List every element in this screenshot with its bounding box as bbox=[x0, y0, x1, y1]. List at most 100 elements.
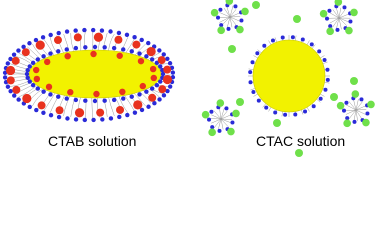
chloride-ion bbox=[252, 1, 260, 9]
chloride-ion bbox=[241, 7, 249, 16]
headgroup-bead bbox=[33, 37, 39, 43]
headgroup-bead bbox=[27, 64, 32, 69]
headgroup-bead bbox=[325, 77, 330, 82]
headgroup-bead bbox=[111, 97, 117, 103]
headgroup-bead bbox=[224, 106, 229, 111]
surfactant-tail bbox=[344, 109, 357, 112]
headgroup-bead bbox=[342, 5, 347, 10]
headgroup-bead bbox=[48, 112, 54, 118]
headgroup-bead bbox=[218, 7, 223, 12]
surfactant-tail bbox=[329, 12, 340, 19]
headgroup-bead bbox=[161, 93, 167, 98]
headgroup-bead bbox=[30, 60, 36, 65]
chloride-ion bbox=[232, 109, 240, 118]
headgroup-bead bbox=[12, 93, 17, 98]
headgroup-bead bbox=[327, 8, 332, 13]
chloride-ion bbox=[217, 26, 225, 35]
surfactant-tail bbox=[213, 118, 222, 129]
surfactant-tail bbox=[220, 118, 232, 124]
bromide-ion bbox=[35, 40, 45, 50]
ctac-small-micelle bbox=[201, 99, 240, 137]
headgroup-bead bbox=[99, 28, 105, 33]
micelle-illustration bbox=[2, 0, 375, 157]
headgroup-bead bbox=[157, 97, 162, 102]
bromide-ion bbox=[64, 52, 71, 60]
surfactant-tail bbox=[353, 109, 357, 121]
ctac-small-micelle bbox=[319, 0, 358, 36]
headgroup-bead bbox=[335, 27, 340, 32]
headgroup-bead bbox=[165, 56, 170, 61]
bromide-ion bbox=[6, 76, 15, 85]
chloride-ion bbox=[293, 15, 301, 23]
surfactant-tail bbox=[91, 96, 93, 118]
surfactant-tail bbox=[335, 17, 340, 30]
bromide-ion bbox=[133, 100, 143, 110]
headgroup-bead bbox=[116, 30, 122, 36]
chloride-ion bbox=[351, 90, 360, 98]
headgroup-bead bbox=[160, 71, 166, 77]
headgroup-bead bbox=[342, 108, 347, 113]
surfactant-tail bbox=[211, 118, 222, 124]
chloride-ion bbox=[367, 100, 375, 109]
surfactant-tail bbox=[226, 16, 231, 28]
surfactant-tail bbox=[329, 17, 340, 24]
headgroup-bead bbox=[16, 97, 21, 102]
bromide-ion bbox=[114, 35, 123, 44]
headgroup-bead bbox=[248, 80, 253, 85]
bromide-ion bbox=[90, 50, 97, 58]
headgroup-bead bbox=[139, 37, 144, 43]
bromide-ion bbox=[37, 101, 46, 110]
headgroup-bead bbox=[102, 98, 107, 103]
surfactant-tail bbox=[355, 98, 359, 111]
headgroup-bead bbox=[303, 109, 308, 114]
headgroup-bead bbox=[216, 15, 221, 20]
headgroup-bead bbox=[83, 45, 88, 50]
headgroup-bead bbox=[233, 4, 238, 9]
headgroup-bead bbox=[5, 84, 11, 89]
headgroup-bead bbox=[273, 110, 278, 115]
headgroup-bead bbox=[41, 89, 46, 94]
headgroup-bead bbox=[34, 107, 39, 113]
headgroup-bead bbox=[56, 114, 62, 120]
headgroup-bead bbox=[27, 41, 32, 46]
headgroup-bead bbox=[217, 128, 222, 133]
headgroup-bead bbox=[125, 112, 130, 118]
headgroup-bead bbox=[21, 44, 26, 49]
chloride-ion bbox=[345, 26, 353, 35]
bromide-ion bbox=[5, 65, 16, 76]
surfactant-tail bbox=[220, 118, 230, 128]
bromide-ion bbox=[119, 88, 126, 96]
headgroup-bead bbox=[167, 84, 173, 89]
bromide-ion bbox=[162, 74, 173, 85]
headgroup-bead bbox=[27, 104, 32, 110]
headgroup-bead bbox=[207, 117, 212, 122]
headgroup-bead bbox=[248, 70, 253, 75]
headgroup-bead bbox=[345, 116, 350, 121]
chloride-ion bbox=[201, 110, 210, 119]
headgroup-bead bbox=[73, 97, 79, 103]
headgroup-bead bbox=[209, 109, 214, 114]
chloride-ion bbox=[295, 149, 303, 157]
surfactant-tail bbox=[332, 9, 340, 19]
headgroup-bead bbox=[283, 112, 288, 117]
headgroup-bead bbox=[111, 45, 117, 51]
bromide-ion bbox=[150, 74, 158, 82]
headgroup-bead bbox=[250, 60, 255, 65]
surfactant-tail bbox=[27, 46, 43, 61]
headgroup-bead bbox=[83, 98, 88, 103]
headgroup-bead bbox=[2, 75, 8, 80]
headgroup-bead bbox=[144, 54, 149, 59]
headgroup-bead bbox=[165, 88, 170, 94]
headgroup-bead bbox=[41, 54, 46, 59]
headgroup-bead bbox=[137, 92, 142, 97]
chloride-ion bbox=[319, 9, 328, 18]
surfactant-tail bbox=[222, 16, 231, 25]
headgroup-bead bbox=[325, 67, 330, 72]
chloride-ion bbox=[228, 45, 236, 53]
surfactant-tail bbox=[345, 109, 357, 115]
headgroup-bead bbox=[24, 71, 30, 77]
headgroup-bead bbox=[290, 35, 295, 40]
headgroup-bead bbox=[239, 18, 244, 23]
headgroup-bead bbox=[91, 117, 96, 123]
headgroup-bead bbox=[102, 45, 107, 50]
